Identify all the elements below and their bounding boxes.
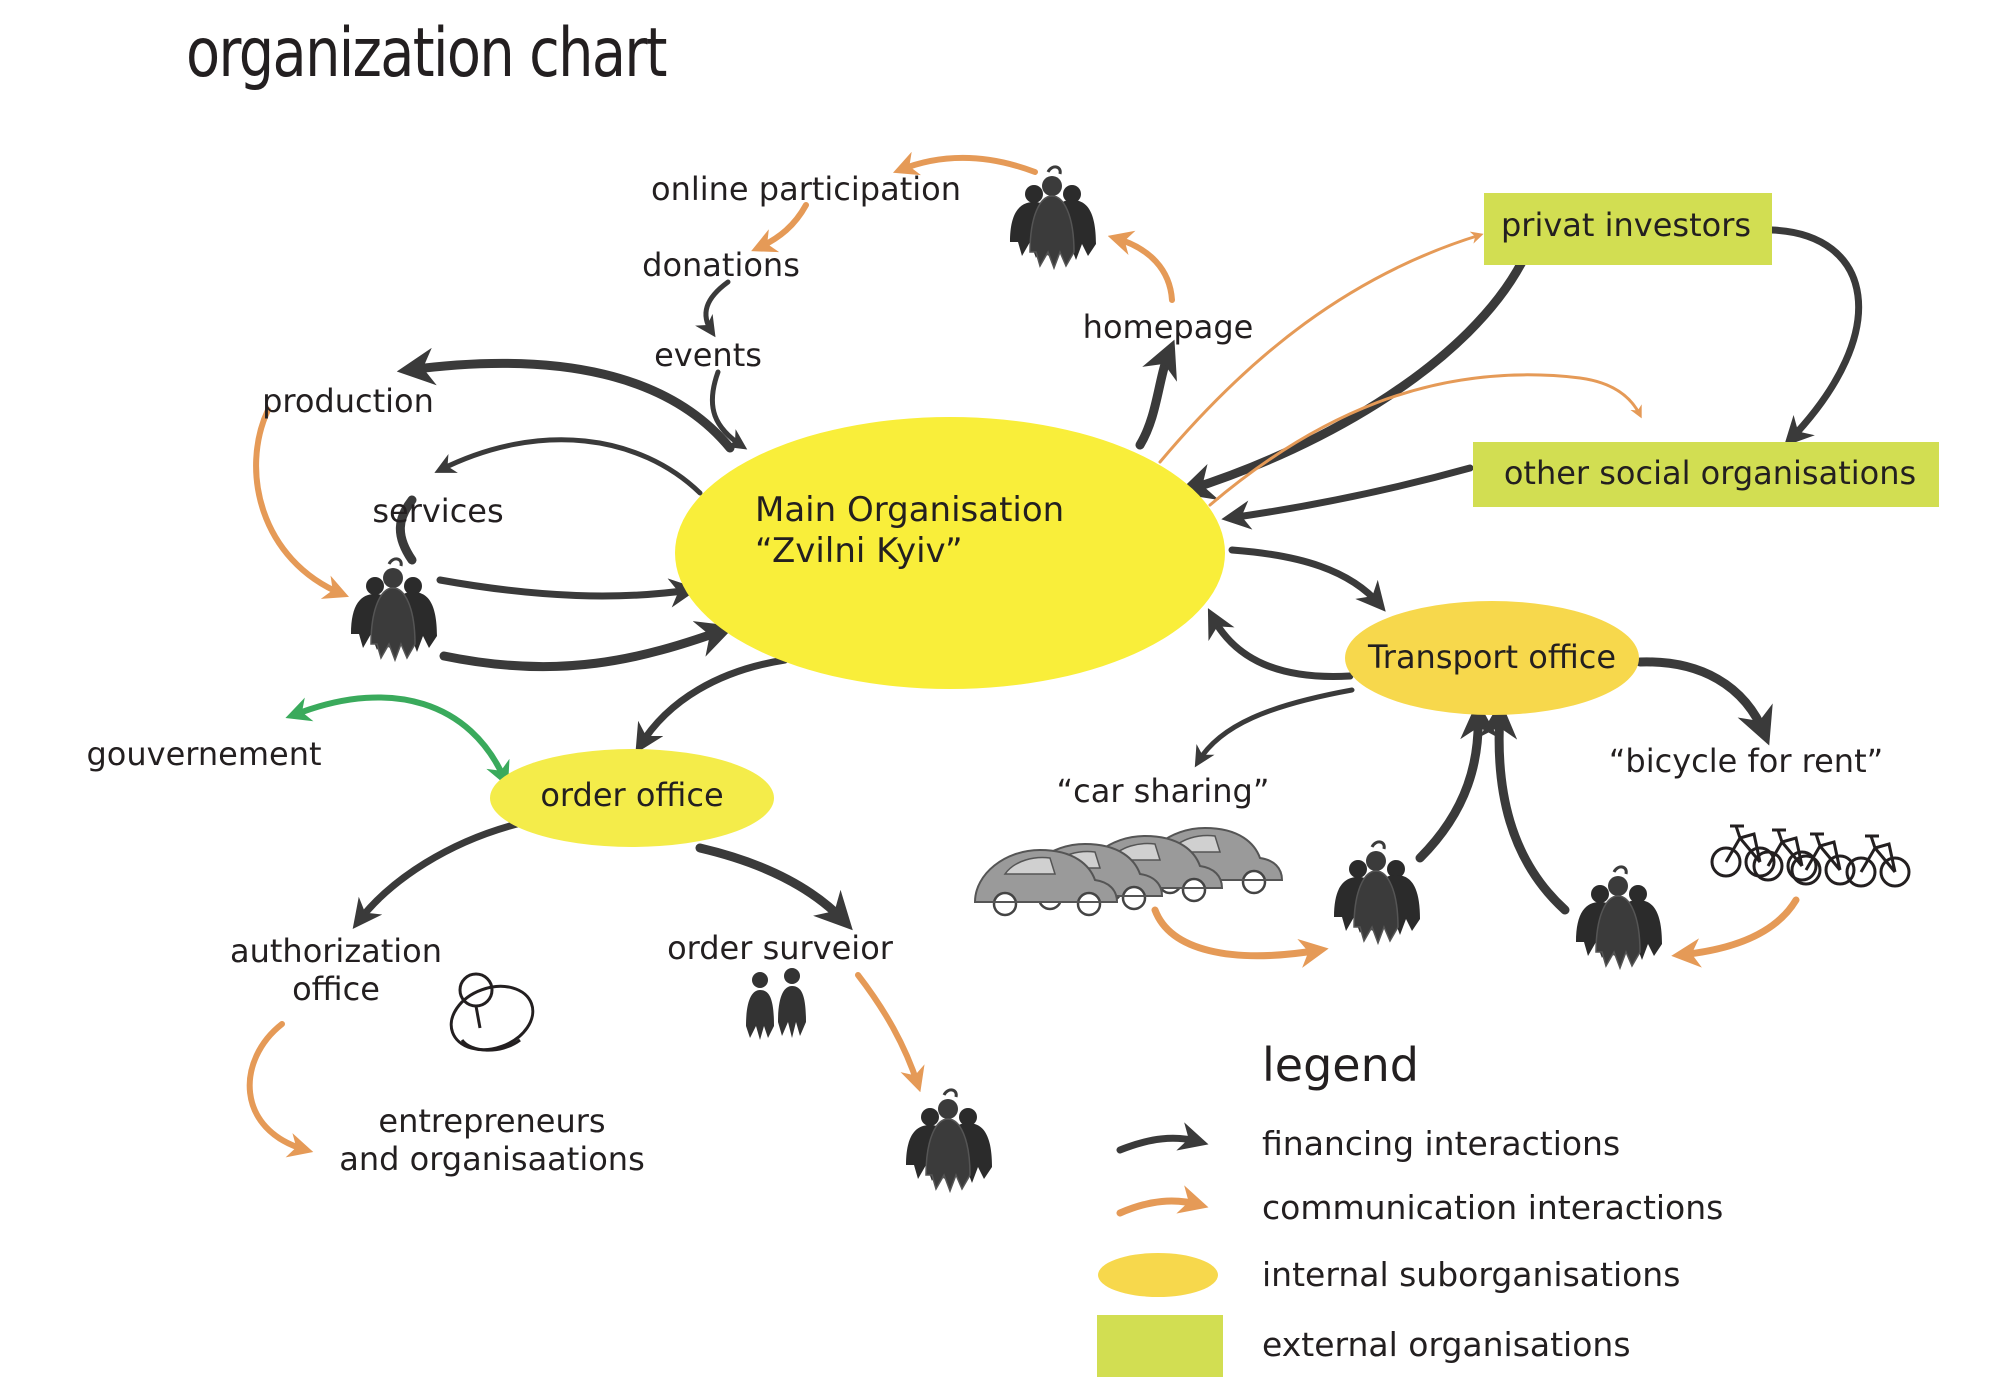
people-group-icon [1008, 165, 1098, 270]
edge-social-main [1221, 464, 1474, 530]
legend-external-label: external organisations [1262, 1325, 1631, 1364]
edge-bicycle-group [1671, 896, 1800, 968]
edge-main-services [434, 437, 703, 496]
transport-office-label: Transport office [1367, 638, 1617, 676]
main-org-line-1: Main Organisation [755, 490, 1065, 530]
edge-transport-main [1207, 608, 1354, 680]
edge-investors-main [1177, 257, 1527, 501]
diagram-title: organization chart [186, 14, 668, 93]
edge-group-main-2 [439, 621, 735, 672]
main-org-ellipse [675, 417, 1225, 689]
edge-events-main [709, 369, 748, 450]
edge-main-homepage [1135, 339, 1177, 450]
main-org-label: Main Organisation “Zvilni Kyiv” [755, 490, 1064, 572]
dark-arrow-icon [1116, 1122, 1209, 1154]
gouvernement-label: gouvernement [86, 735, 322, 773]
bicycles-icon [1710, 824, 1911, 888]
edge-group-services [395, 495, 417, 565]
services-label: services [372, 492, 504, 530]
edge-order-surveior [695, 843, 853, 931]
transport-office-ellipse [1345, 601, 1639, 715]
edge-group-transport-right [1479, 700, 1570, 915]
legend-internal-label: internal suborganisations [1262, 1255, 1681, 1294]
edge-group-transport-left [1415, 700, 1498, 863]
investors-box [1484, 193, 1772, 265]
edge-main-production [396, 347, 735, 453]
legend-title: legend [1262, 1038, 1419, 1092]
edge-transport-bicycle [1635, 657, 1773, 746]
edge-transport-carsharing [1194, 687, 1355, 768]
edge-main-transport [1228, 546, 1386, 612]
social-label: other social organisations [1503, 454, 1917, 492]
legend-financing-label: financing interactions [1262, 1124, 1621, 1163]
online-participation-label: online participation [651, 170, 961, 208]
social-box [1473, 442, 1939, 507]
car-sharing-label: “car sharing” [1056, 772, 1270, 810]
authorization-line-1: authorization [229, 932, 443, 970]
edge-carsharing-group [1151, 906, 1329, 968]
edges [246, 151, 1862, 1158]
people-group-icon [349, 557, 439, 662]
order-office-ellipse [490, 749, 774, 847]
authorization-office-label: authorization office [230, 932, 442, 1009]
edge-main-social [1208, 373, 1642, 507]
edge-main-investors [1158, 231, 1484, 464]
homepage-label: homepage [1082, 308, 1254, 346]
people-group-icon [1574, 865, 1664, 970]
authorization-line-2: office [292, 970, 380, 1009]
entrepreneurs-label: entrepreneurs and organisaations [339, 1102, 645, 1179]
stamp-icon [449, 972, 535, 1052]
order-surveior-label: order surveior [667, 929, 893, 967]
order-surveior-icon [746, 968, 806, 1040]
donations-label: donations [642, 246, 800, 284]
edge-surveior-group [855, 972, 925, 1093]
edge-gouvernement-order [285, 694, 510, 787]
edge-investors-social [1768, 226, 1862, 447]
edge-production-group [253, 407, 349, 599]
people-group-icon [1332, 840, 1422, 945]
edge-main-order [635, 656, 789, 754]
people-group-icon [904, 1088, 994, 1193]
bicycle-for-rent-label: “bicycle for rent” [1608, 742, 1884, 780]
edge-donations-events [695, 279, 731, 338]
investors-label: privat investors [1500, 206, 1752, 244]
order-office-label: order office [540, 776, 724, 814]
edge-people-online [892, 151, 1038, 176]
legend-communication-label: communication interactions [1262, 1188, 1724, 1227]
production-label: production [262, 382, 434, 420]
yellow-ellipse-icon [1098, 1253, 1218, 1297]
edge-homepage-people [1107, 230, 1175, 303]
edge-authorization-entrepreneurs [246, 1021, 314, 1158]
orange-arrow-icon [1116, 1185, 1209, 1217]
entrepreneurs-line-1: entrepreneurs [378, 1102, 606, 1140]
edge-order-authorization [352, 818, 529, 930]
edge-online-donations [751, 202, 809, 253]
events-label: events [654, 336, 762, 374]
main-org-line-2: “Zvilni Kyiv” [755, 530, 963, 571]
car-fleet-icon [973, 826, 1284, 917]
edge-group-main-1 [436, 576, 699, 608]
green-rect-icon [1097, 1315, 1223, 1377]
legend-symbols [1097, 1122, 1223, 1377]
entrepreneurs-line-2: and organisaations [339, 1140, 645, 1179]
